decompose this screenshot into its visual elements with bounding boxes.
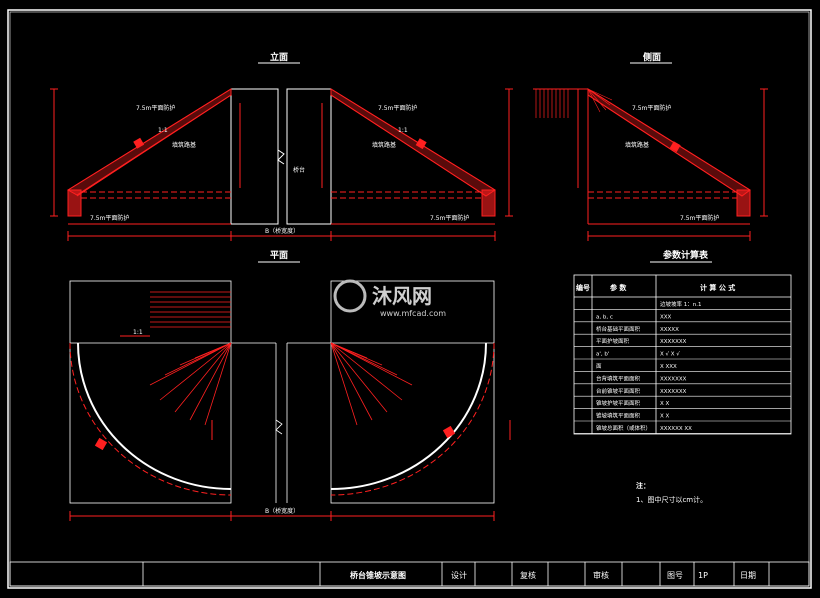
table-header-no: 编号 bbox=[576, 283, 590, 292]
front-elevation: 立面 bbox=[50, 51, 513, 241]
front-label-ratio-left: 1:1 bbox=[158, 127, 168, 134]
title-date: 日期 bbox=[740, 571, 756, 580]
watermark-url: www.mfcad.com bbox=[380, 309, 446, 318]
notes-title: 注： bbox=[636, 481, 650, 490]
table-cell: 锥坡总面积（或体积） bbox=[596, 424, 651, 432]
table-cell: XXXXXXX bbox=[660, 389, 687, 395]
params-table bbox=[573, 274, 792, 435]
table-cell: 平面护坡面积 bbox=[596, 337, 630, 345]
side-elevation: 侧面 bbox=[533, 51, 768, 241]
notes-line1: 1、图中尺寸以cm计。 bbox=[636, 495, 707, 504]
table-cell: 台背填筑平面面积 bbox=[596, 374, 641, 382]
table-cell: XXXXXXX bbox=[660, 376, 687, 382]
plan-view: 平面 bbox=[69, 250, 511, 521]
side-label-bottom: 7.5m平面防护 bbox=[680, 214, 719, 222]
table-cell: 边坡坡率 1：n.1 bbox=[660, 300, 701, 308]
front-label-bottom-right: 7.5m平面防护 bbox=[430, 214, 469, 222]
front-label-fill-left: 填筑路基 bbox=[172, 141, 196, 149]
front-label-fill-right: 填筑路基 bbox=[372, 141, 396, 149]
front-label-top-right: 7.5m平面防护 bbox=[378, 104, 417, 112]
table-cell: XXXXXXX bbox=[660, 339, 687, 345]
plan-dim-span: B（桥宽度） bbox=[265, 507, 299, 515]
sheet-frame bbox=[7, 9, 812, 589]
title-review: 复核 bbox=[520, 570, 536, 580]
table-cell: X XXX bbox=[660, 364, 677, 370]
watermark: 沐风网 www.mfcad.com bbox=[333, 279, 446, 318]
table-header-formula: 计 算 公 式 bbox=[700, 283, 735, 292]
title-drawing-name: 桥台锥坡示意图 bbox=[350, 570, 406, 580]
table-cell: XXX bbox=[660, 314, 672, 320]
title-block bbox=[9, 561, 810, 587]
table-cell: a', b' bbox=[596, 352, 609, 358]
plan-label-ratio: 1:1 bbox=[133, 329, 143, 336]
watermark-brand: 沐风网 bbox=[372, 284, 432, 308]
table-cell: 锥坡护坡平面面积 bbox=[596, 399, 641, 407]
table-cell: 锥坡填筑平面面积 bbox=[596, 412, 641, 420]
table-cell: 面 bbox=[596, 363, 602, 370]
table-cell: 台前锥坡平面面积 bbox=[596, 387, 641, 395]
title-drawing-no-value: 1P bbox=[698, 571, 708, 580]
title-approve: 审核 bbox=[593, 570, 609, 580]
table-title: 参数计算表 bbox=[663, 249, 709, 261]
plan-view-title: 平面 bbox=[270, 250, 288, 261]
front-dim-span: B（桥宽度） bbox=[265, 227, 299, 235]
table-cell: 桥台基础平面面积 bbox=[596, 325, 641, 333]
front-view-title: 立面 bbox=[270, 51, 288, 63]
table-cell: XXXXXX XX bbox=[660, 426, 692, 432]
front-label-bottom-left: 7.5m平面防护 bbox=[90, 214, 129, 222]
watermark-logo-icon bbox=[333, 279, 367, 313]
side-view-title: 侧面 bbox=[643, 51, 661, 63]
table-cell: XXXXX bbox=[660, 327, 679, 333]
table-header-param: 参 数 bbox=[610, 283, 627, 292]
params-table-rows: 边坡坡率 1：n.1 a, b, c XXX 桥台基础平面面积 XXXXX 平面护坡面积 X… bbox=[574, 300, 791, 434]
table-cell: X X bbox=[660, 401, 670, 407]
front-label-gap: 桥台 bbox=[293, 166, 305, 174]
table-cell: X X bbox=[660, 414, 670, 420]
side-label-fill: 填筑路基 bbox=[625, 141, 649, 149]
table-cell: X √ X √ bbox=[660, 351, 680, 358]
front-label-top-left: 7.5m平面防护 bbox=[136, 104, 175, 112]
table-cell: a, b, c bbox=[596, 314, 613, 320]
side-label-top: 7.5m平面防护 bbox=[632, 104, 671, 112]
title-drawing-no: 图号 bbox=[667, 571, 683, 580]
title-design: 设计 bbox=[451, 570, 467, 580]
front-label-ratio-right: 1:1 bbox=[398, 127, 408, 134]
